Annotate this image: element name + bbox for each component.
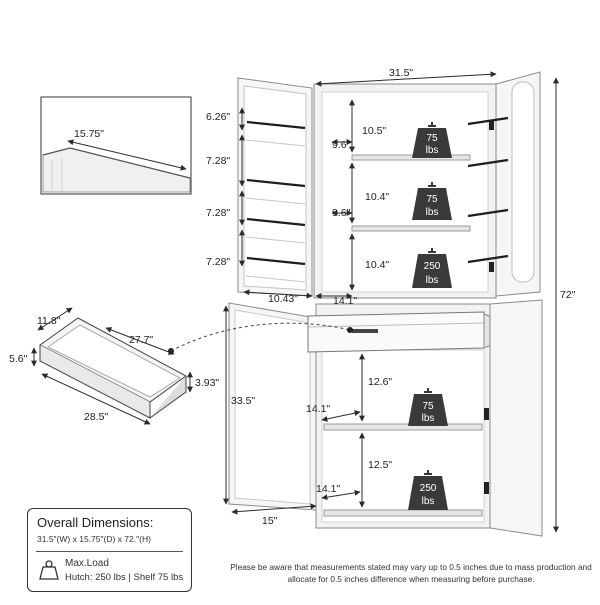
base-depth-upper-label: 14.1" bbox=[306, 403, 330, 415]
svg-text:75: 75 bbox=[422, 401, 434, 412]
base-gap-upper-label: 12.6" bbox=[368, 376, 392, 388]
svg-text:250: 250 bbox=[420, 483, 437, 494]
top-depth-label: 15.75" bbox=[74, 128, 104, 140]
drawer-depth-label: 11.8" bbox=[37, 315, 61, 327]
top-corner-detail bbox=[40, 96, 192, 195]
svg-text:lbs: lbs bbox=[426, 207, 439, 218]
shelf-gap-2-label: 10.4" bbox=[365, 191, 389, 203]
svg-text:lbs: lbs bbox=[422, 413, 435, 424]
drawer-outer-height-label: 3.93" bbox=[195, 377, 219, 389]
door-shelf-4-label: 7.28" bbox=[206, 256, 230, 268]
inner-depth-1-label: 9.6" bbox=[332, 139, 351, 151]
weight-icon-1: 75 lbs bbox=[412, 122, 452, 158]
svg-text:75: 75 bbox=[426, 133, 438, 144]
weight-icon-4: 75 lbs bbox=[408, 388, 448, 426]
base-cabinet bbox=[223, 299, 543, 537]
overall-height-label: 72" bbox=[560, 289, 576, 301]
svg-text:lbs: lbs bbox=[426, 145, 439, 156]
door-shelf-2-label: 7.28" bbox=[206, 155, 230, 167]
svg-text:lbs: lbs bbox=[426, 275, 439, 286]
drawer-length-label: 28.5" bbox=[84, 411, 108, 423]
max-load-value: Hutch: 250 lbs | Shelf 75 lbs bbox=[65, 572, 184, 583]
left-door-rails bbox=[246, 120, 306, 266]
svg-text:250: 250 bbox=[424, 261, 441, 272]
svg-text:lbs: lbs bbox=[422, 496, 435, 507]
right-door-rails bbox=[467, 116, 509, 264]
weight-icon-3: 250 lbs bbox=[412, 248, 452, 288]
base-depth-label: 15" bbox=[262, 515, 278, 527]
svg-text:75: 75 bbox=[426, 194, 438, 205]
shelf-gap-3-label: 10.4" bbox=[365, 259, 389, 271]
overall-dimensions-box: Overall Dimensions: 31.5"(W) x 15.75"(D)… bbox=[27, 508, 192, 592]
overall-dimensions-size: 31.5"(W) x 15.75"(D) x 72."(H) bbox=[37, 534, 151, 544]
base-height-label: 33.5" bbox=[231, 395, 255, 407]
weight-icon-5: 250 lbs bbox=[408, 470, 448, 510]
door-shelf-3-label: 7.28" bbox=[206, 207, 230, 219]
inner-width-label: 14.1" bbox=[333, 295, 357, 307]
shelf-gap-1-label: 10.5" bbox=[362, 125, 386, 137]
inner-depth-2-label: 9.6" bbox=[332, 207, 351, 219]
drawer-detail bbox=[31, 307, 353, 425]
max-load-label: Max.Load bbox=[65, 558, 109, 569]
hutch-width-label: 31.5" bbox=[389, 67, 413, 79]
drawer-height-label: 5.6" bbox=[9, 353, 28, 365]
weight-outline-icon bbox=[39, 560, 59, 580]
hutch bbox=[237, 71, 541, 299]
base-depth-lower-label: 14.1" bbox=[316, 483, 340, 495]
door-width-label: 10.43" bbox=[268, 293, 298, 305]
measurement-note: Please be aware that measurements stated… bbox=[230, 562, 592, 584]
drawer-width-label: 27.7" bbox=[129, 334, 153, 346]
divider bbox=[36, 551, 183, 552]
base-gap-lower-label: 12.5" bbox=[368, 459, 392, 471]
weight-icon-2: 75 lbs bbox=[412, 182, 452, 220]
door-shelf-1-label: 6.26" bbox=[206, 111, 230, 123]
overall-dimensions-title: Overall Dimensions: bbox=[37, 515, 154, 530]
